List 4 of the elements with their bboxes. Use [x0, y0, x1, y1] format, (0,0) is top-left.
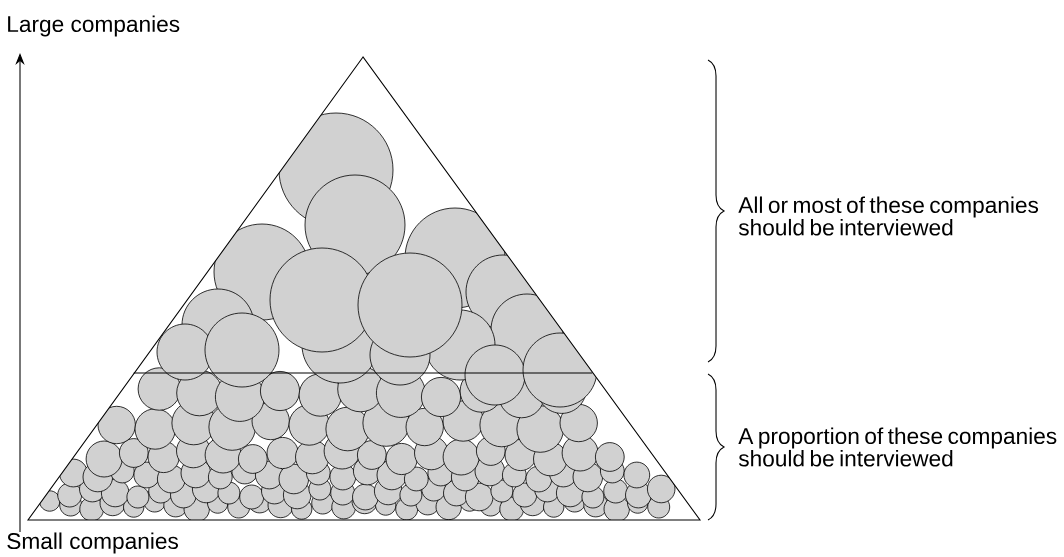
axis-label: Small companies: [7, 532, 178, 554]
annotation-text: A proportion of these companies should be interviewed: [738, 427, 1057, 467]
annotation-text: All or most of these companies should be interviewed: [738, 196, 1039, 236]
axis-label: Large companies: [8, 15, 180, 37]
